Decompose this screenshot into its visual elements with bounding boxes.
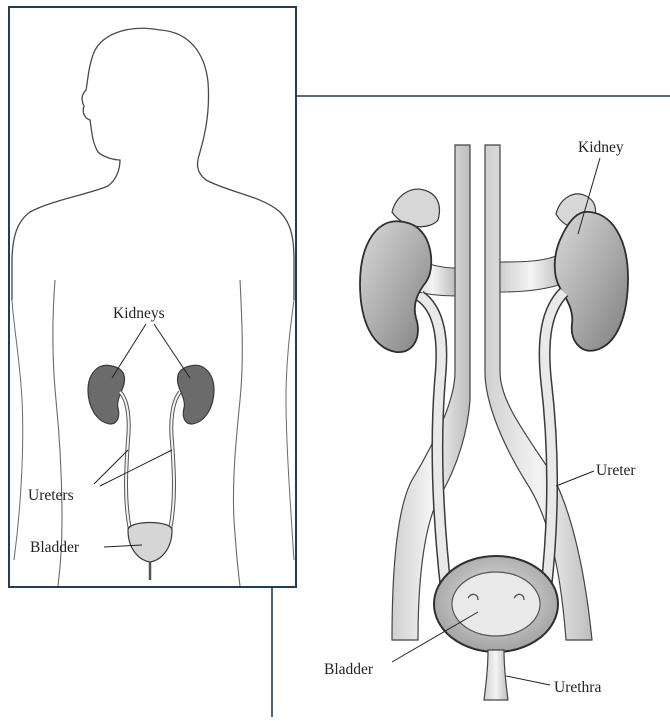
large-urethra [484,650,508,700]
large-kidney-right [555,212,628,351]
label-bladder-large: Bladder [324,661,374,678]
label-kidney: Kidney [578,139,624,156]
label-ureters: Ureters [28,487,74,504]
right-panel: Kidney Ureter Bladder Urethra [324,139,636,700]
pointer-ureter [556,471,594,486]
label-kidneys: Kidneys [113,305,165,322]
large-kidney-left [360,221,431,352]
large-bladder-inner [452,572,540,636]
left-panel: Kidneys Ureters Bladder [9,7,296,587]
label-ureter: Ureter [596,462,636,479]
label-bladder-small: Bladder [30,539,80,556]
renal-vessel-right [500,256,562,292]
pointer-urethra [506,676,550,685]
label-urethra: Urethra [554,679,601,696]
